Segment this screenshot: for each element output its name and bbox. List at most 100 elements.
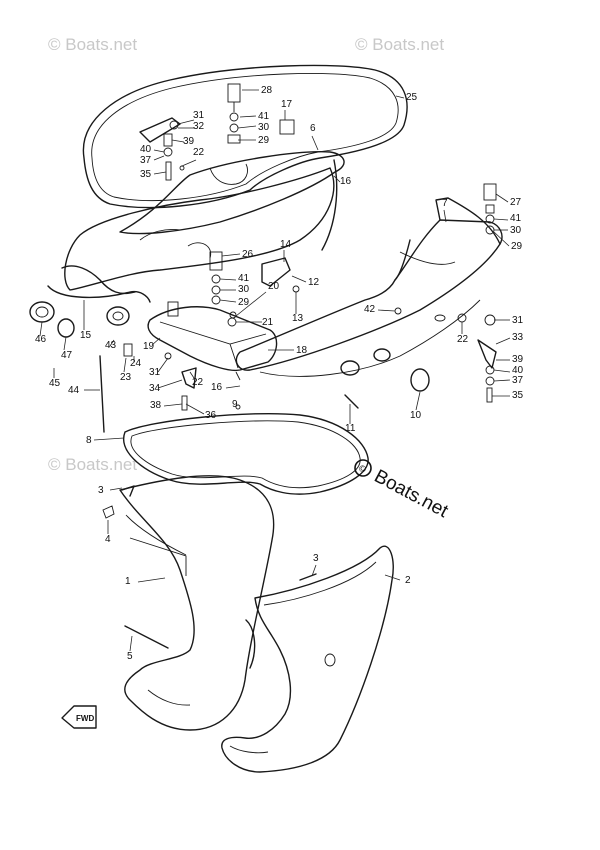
- callout-leader-3: [109, 487, 123, 491]
- callout-18: 18: [296, 345, 308, 356]
- wire-harness: [47, 285, 151, 303]
- brand-text: Boats.net: [371, 466, 452, 523]
- watermarks: © Boats.net © Boats.net © Boats.net: [48, 35, 444, 474]
- callout-12: 12: [308, 277, 320, 288]
- top-cowl: [61, 151, 345, 295]
- callout-leader-41: [219, 278, 237, 281]
- callout-leader-43: [109, 339, 115, 347]
- callout-22: 22: [192, 377, 204, 388]
- callout-31: 31: [512, 315, 524, 326]
- drain-hose-upper: [321, 159, 338, 251]
- brand-logo: © Boats.net: [354, 459, 452, 523]
- callout-leader-37: [493, 379, 511, 382]
- callout-leader-7: [443, 209, 447, 223]
- callout-39: 39: [183, 136, 195, 147]
- callout-leader-22: [181, 159, 197, 167]
- callout-leader-12: [291, 275, 307, 283]
- callout-31: 31: [193, 110, 205, 121]
- callout-leader-23: [123, 357, 127, 373]
- callout-17: 17: [281, 99, 293, 110]
- callout-leader-19: [151, 337, 161, 346]
- callout-leader-35: [153, 171, 167, 175]
- callout-34: 34: [149, 383, 161, 394]
- callout-leader-38: [163, 403, 183, 407]
- callout-41: 41: [238, 273, 250, 284]
- callout-2: 2: [405, 575, 411, 586]
- callout-3: 3: [98, 485, 104, 496]
- callout-29: 29: [238, 297, 250, 308]
- callout-40: 40: [140, 144, 152, 155]
- callout-19: 19: [143, 341, 155, 352]
- callout-3: 3: [313, 553, 319, 564]
- callout-13: 13: [292, 313, 304, 324]
- side-cover-left: [119, 475, 275, 731]
- callout-23: 23: [120, 372, 132, 383]
- callout-leader-40: [493, 369, 511, 373]
- callout-41: 41: [510, 213, 522, 224]
- lower-cover-rear: [235, 197, 503, 392]
- callout-25: 25: [406, 92, 418, 103]
- fastener-stack-right: [394, 183, 497, 403]
- callout-24: 24: [130, 358, 142, 369]
- callout-leader-16: [225, 385, 241, 389]
- bolt-5: [124, 625, 169, 649]
- callout-11: 11: [345, 423, 356, 434]
- callout-15: 15: [80, 330, 92, 341]
- clip-9: [235, 404, 241, 410]
- callout-33: 33: [512, 332, 524, 343]
- callout-36: 36: [205, 410, 217, 421]
- callout-leader-42: [377, 309, 396, 312]
- grommets-left: [29, 301, 133, 357]
- callout-35: 35: [512, 390, 524, 401]
- callout-47: 47: [61, 350, 73, 361]
- callout-37: 37: [140, 155, 152, 166]
- callout-leader-39: [171, 139, 185, 143]
- callout-16: 16: [211, 382, 223, 393]
- callout-42: 42: [364, 304, 376, 315]
- clip-3-right: [299, 573, 317, 581]
- side-cover-right: [221, 545, 394, 773]
- callout-31: 31: [149, 367, 161, 378]
- callout-leader-29: [493, 231, 510, 247]
- callout-10: 10: [410, 410, 422, 421]
- top-cowl-seal: [82, 64, 408, 209]
- cable-tie: [99, 355, 105, 433]
- callout-16: 16: [340, 176, 352, 187]
- callout-leader-8: [93, 437, 125, 441]
- nut-4: [102, 505, 115, 519]
- callout-29: 29: [511, 241, 523, 252]
- copyright-glyph: ©: [358, 465, 367, 475]
- callout-20: 20: [268, 281, 280, 292]
- callout-leader-31: [177, 119, 195, 125]
- callout-30: 30: [258, 122, 270, 133]
- callout-40: 40: [512, 365, 524, 376]
- callout-leader-47: [63, 336, 67, 351]
- callout-leader-34: [157, 379, 183, 389]
- callout-8: 8: [86, 435, 92, 446]
- callout-43: 43: [105, 340, 117, 351]
- callout-leader-29: [219, 299, 237, 303]
- callout-leader-41: [239, 115, 257, 118]
- clip-3-left: [121, 485, 135, 497]
- callout-29: 29: [258, 135, 270, 146]
- callout-leader-41: [493, 218, 509, 221]
- callout-leader-37: [153, 155, 165, 161]
- callout-28: 28: [261, 85, 273, 96]
- callout-leader-5: [129, 635, 133, 652]
- watermark-top-left: © Boats.net: [48, 35, 137, 54]
- callout-32: 32: [193, 121, 205, 132]
- callout-leader-6: [311, 135, 319, 151]
- callout-leader-26: [221, 253, 241, 257]
- callout-46: 46: [35, 334, 47, 345]
- fwd-arrow: FWD: [61, 705, 97, 729]
- callout-38: 38: [150, 400, 162, 411]
- callout-leader-10: [415, 391, 421, 411]
- callout-5: 5: [127, 651, 133, 662]
- watermark-top-right: © Boats.net: [355, 35, 444, 54]
- callout-4: 4: [105, 534, 111, 545]
- callout-6: 6: [310, 123, 316, 134]
- callout-45: 45: [49, 378, 61, 389]
- callout-leader-30: [237, 125, 257, 129]
